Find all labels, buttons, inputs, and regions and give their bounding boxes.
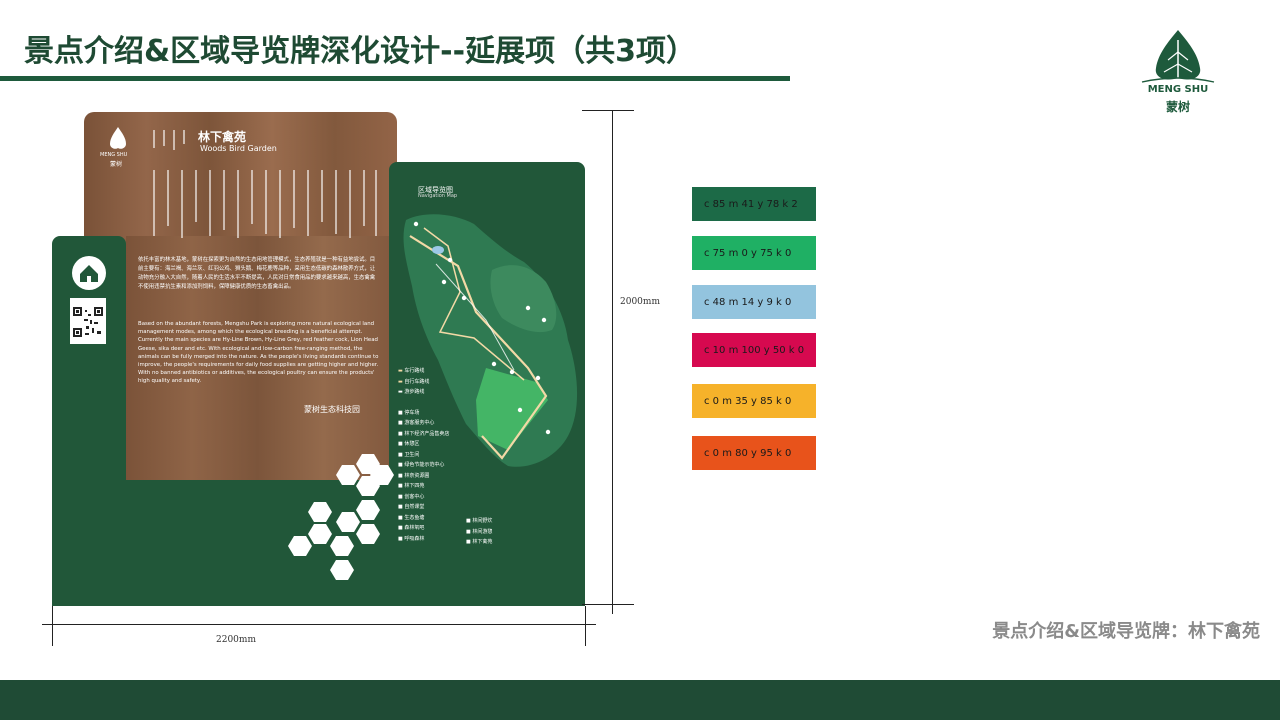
brand-logo: MENG SHU 蒙树 <box>1130 28 1226 118</box>
legend-item-label: 林奈资源圃 <box>404 472 430 479</box>
mongolian-script-block <box>153 130 377 238</box>
map-legend-secondary: ■ 林间野炊 ■ 林间游憩 ■ 林下禽苑 <box>466 516 492 548</box>
legend-item-label: 林下经济产品售卖店 <box>404 430 450 437</box>
legend-item: ■ 林奈资源圃 <box>398 472 430 479</box>
color-swatch: c 85 m 41 y 78 k 2 <box>692 187 816 221</box>
legend-item-label: 林下四苑 <box>404 483 425 489</box>
legend-item-label: 生态鱼塘 <box>404 514 425 521</box>
legend-item: ■ 林下禽苑 <box>466 539 493 545</box>
width-dimension-tick-right <box>585 606 586 646</box>
legend-item: ▬ 游步路线 <box>398 389 425 395</box>
map-title: 区域导览图 <box>418 186 453 194</box>
legend-item: ■ 游客服务中心 <box>398 420 435 426</box>
garden-name-cn: 林下禽苑 <box>198 130 247 144</box>
legend-item: ■ 林间野炊 <box>466 518 493 524</box>
legend-item: ■ 林下四苑 <box>398 483 425 489</box>
page-title: 景点介绍&区域导览牌深化设计--延展项（共3项） <box>24 34 696 69</box>
legend-item-label: 林间野炊 <box>472 518 493 524</box>
sign-tree-logo-icon <box>110 127 126 149</box>
legend-item: ▬ 自行车路线 <box>398 378 430 385</box>
intro-text-cn: 依托丰富的林木基地，蒙树在探索更为自然的生态用地管理模式，生态养殖就是一种有益地… <box>138 257 376 290</box>
legend-item: ▬ 车行路线 <box>398 368 425 374</box>
legend-item: ■ 休憩区 <box>398 441 420 447</box>
height-dimension-tick-bottom <box>582 604 634 605</box>
legend-item: ■ 生态鱼塘 <box>398 514 425 521</box>
width-dimension-tick-left <box>52 606 53 646</box>
legend-item: ■ 呼吸森林 <box>398 535 425 542</box>
legend-item-label: 自行车路线 <box>404 378 430 385</box>
map-legend: ▬ 车行路线 ▬ 自行车路线 ▬ 游步路线 ■ 停车场 ■ 游客服务中心 ■ 林… <box>398 366 449 544</box>
legend-item-label: 游步路线 <box>404 389 425 395</box>
legend-item-label: 林下禽苑 <box>472 539 493 545</box>
legend-item-label: 卫生间 <box>404 451 420 458</box>
legend-item-label: 车行路线 <box>404 368 425 374</box>
legend-item-label: 自然课堂 <box>404 504 425 510</box>
height-dimension-label: 2000mm <box>620 297 660 307</box>
legend-item: ■ 创客中心 <box>398 493 425 500</box>
legend-item-label: 休憩区 <box>404 441 420 447</box>
legend-item: ■ 卫生间 <box>398 451 420 458</box>
tree-icon <box>1141 30 1215 83</box>
title-underline <box>0 76 790 81</box>
park-map <box>403 214 578 467</box>
legend-item-label: 绿色节能示范中心 <box>404 462 445 468</box>
color-swatch: c 10 m 100 y 50 k 0 <box>692 333 816 367</box>
park-brand-name: 蒙树生态科技园 <box>304 405 360 414</box>
intro-text-en: Based on the abundant forests, Mengshu P… <box>138 321 379 385</box>
color-swatch: c 0 m 35 y 85 k 0 <box>692 384 816 418</box>
legend-item: ■ 林下经济产品售卖店 <box>398 430 450 437</box>
color-swatch: c 75 m 0 y 75 k 0 <box>692 236 816 270</box>
home-icon <box>72 256 106 290</box>
color-swatch: c 48 m 14 y 9 k 0 <box>692 285 816 319</box>
legend-item: ■ 绿色节能示范中心 <box>398 462 445 468</box>
legend-item-label: 森林氧吧 <box>404 525 425 531</box>
legend-item-label: 呼吸森林 <box>404 535 425 542</box>
logo-text-cn: 蒙树 <box>1165 100 1190 114</box>
qr-code-pattern <box>72 306 104 338</box>
width-dimension-label: 2200mm <box>216 635 256 645</box>
sign-logo-text-cn: 蒙树 <box>110 161 123 168</box>
legend-item-label: 游客服务中心 <box>404 420 435 426</box>
logo-text-en: MENG SHU <box>1147 84 1209 95</box>
legend-item: ■ 森林氧吧 <box>398 525 425 531</box>
legend-item-label: 创客中心 <box>404 493 425 500</box>
legend-item-label: 林间游憩 <box>472 528 493 535</box>
legend-item: ■ 林间游憩 <box>466 528 493 535</box>
height-dimension-line <box>612 110 613 614</box>
footer-bar <box>0 680 1280 720</box>
width-dimension-line <box>42 624 596 625</box>
sign-logo-text-en: MENG SHU <box>100 152 128 158</box>
height-dimension-tick-top <box>582 110 634 111</box>
map-subtitle: Navigation Map <box>418 193 458 199</box>
qr-code <box>70 298 106 344</box>
legend-item-label: 停车场 <box>404 409 420 416</box>
legend-item: ■ 自然课堂 <box>398 504 425 510</box>
legend-item: ■ 停车场 <box>398 409 420 416</box>
slide-caption: 景点介绍&区域导览牌：林下禽苑 <box>992 621 1260 642</box>
intro-text-card <box>126 236 389 480</box>
color-swatch: c 0 m 80 y 95 k 0 <box>692 436 816 470</box>
hexagon-pattern <box>288 454 394 580</box>
garden-name-en: Woods Bird Garden <box>200 144 277 153</box>
